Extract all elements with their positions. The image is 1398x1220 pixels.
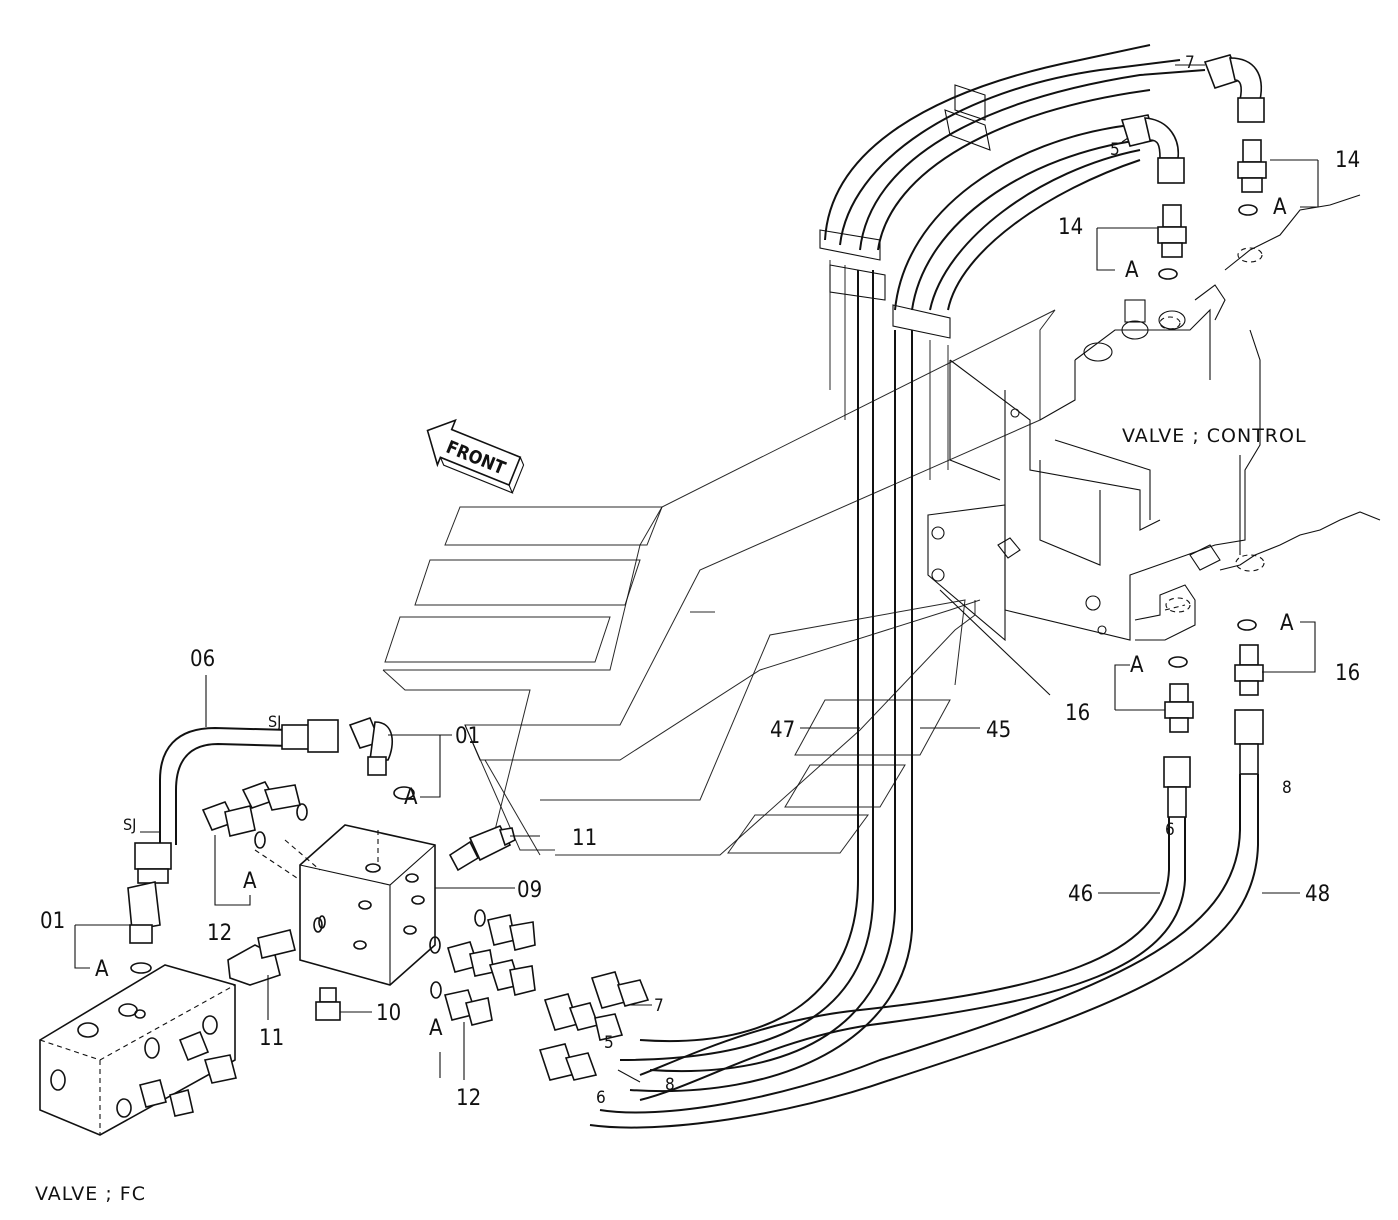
callout-10: 10: [376, 1001, 401, 1026]
callout-11-left: 11: [259, 1026, 284, 1051]
oring-label-a4: A: [429, 1016, 443, 1041]
hose-end-fittings: [538, 971, 650, 1081]
elbow-01-lower: [127, 881, 161, 974]
oring-label-a3: A: [243, 869, 257, 894]
control-valve-body: [949, 194, 1381, 641]
upper-hose-bundle: [619, 44, 1206, 1092]
fc-subblock-09: [254, 824, 436, 986]
adapter-16-left: [1164, 656, 1194, 733]
hose-06: [134, 719, 339, 884]
callout-16-left: 16: [1065, 701, 1090, 726]
leader-lines: [74, 64, 1319, 1083]
hose-mark-7-top: 7: [1185, 53, 1195, 73]
fittings-12-lower: [429, 909, 536, 1026]
fc-valve-block: [39, 964, 237, 1136]
callout-47: 47: [770, 718, 795, 743]
phantom-frame-lines: [382, 309, 1056, 856]
hose-mark-5-top: 5: [1110, 140, 1120, 160]
mounting-plate: [927, 504, 1051, 696]
fittings-12-upper: [201, 781, 308, 849]
relief-valve-11-right: [448, 824, 516, 872]
callout-06: 06: [190, 647, 215, 672]
adapter-14-left: [1157, 204, 1187, 280]
hose-mark-6-right: 6: [1165, 820, 1175, 840]
swivel-joint-label-2: SJ: [123, 815, 136, 834]
callout-11-right: 11: [572, 826, 597, 851]
callout-12-left: 12: [207, 921, 232, 946]
oring-label-a7: A: [1130, 653, 1144, 678]
elbow-fitting-7: [1203, 54, 1265, 123]
swivel-joint-label-1: SJ: [268, 712, 281, 731]
callout-12-lower: 12: [456, 1086, 481, 1111]
hose-mark-5-bottom: 5: [604, 1033, 614, 1053]
callout-45: 45: [986, 718, 1011, 743]
adapter-14-right: [1237, 139, 1267, 216]
callout-46: 46: [1068, 882, 1093, 907]
hose-mark-8-bottom: 8: [665, 1075, 675, 1095]
callout-48: 48: [1305, 882, 1330, 907]
callout-14-right: 14: [1335, 148, 1360, 173]
hose-46: [639, 756, 1191, 1101]
oring-label-a2: A: [95, 957, 109, 982]
callout-labels: 06 01 01 09 10 11 11 12 12 14 14 16 16 4…: [35, 53, 1360, 1205]
callout-01-lower: 01: [40, 909, 65, 934]
oring-label-a6: A: [1273, 195, 1287, 220]
relief-valve-11-left: [227, 915, 326, 986]
control-valve-caption: VALVE ; CONTROL: [1122, 425, 1307, 447]
oring-label-a8: A: [1280, 611, 1294, 636]
callout-14-left: 14: [1058, 215, 1083, 240]
plug-10: [315, 987, 341, 1021]
oring-label-a5: A: [1125, 258, 1139, 283]
callout-01-upper: 01: [455, 724, 480, 749]
front-arrow: FRONT: [426, 418, 525, 494]
elbow-fitting-5: [1120, 114, 1185, 184]
hose-48: [589, 709, 1264, 1129]
hose-mark-6-bottom: 6: [596, 1088, 606, 1108]
callout-16-right: 16: [1335, 661, 1360, 686]
adapter-16-right: [1234, 619, 1264, 696]
hose-mark-8-right: 8: [1282, 778, 1292, 798]
oring-label-a1: A: [404, 785, 418, 810]
elbow-01-upper: [348, 716, 415, 800]
hose-mark-7-bottom: 7: [654, 996, 664, 1016]
callout-09: 09: [517, 878, 542, 903]
fc-valve-caption: VALVE ; FC: [35, 1183, 146, 1205]
